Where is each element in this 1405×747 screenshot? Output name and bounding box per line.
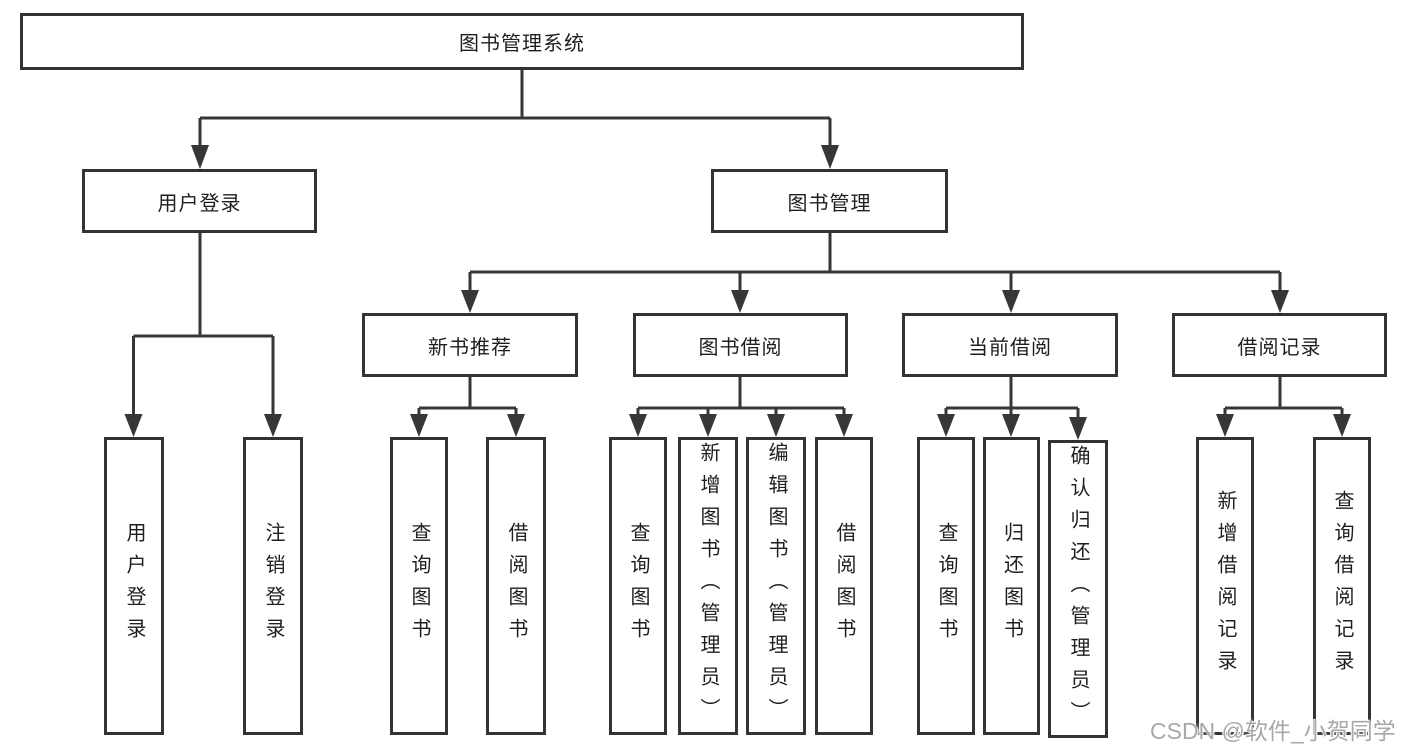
leaf-logout: 注销登录 bbox=[243, 437, 303, 735]
leaf-borrow-borrow-books: 借阅图书 bbox=[815, 437, 873, 735]
node-new-book-recommend: 新书推荐 bbox=[362, 313, 578, 377]
leaf-current-return-books: 归还图书 bbox=[983, 437, 1040, 735]
node-label: 编辑图书（管理员） bbox=[765, 442, 787, 730]
node-label: 查询图书 bbox=[408, 522, 430, 650]
leaf-current-query-books: 查询图书 bbox=[917, 437, 975, 735]
node-label: 查询借阅记录 bbox=[1331, 490, 1353, 682]
leaf-record-add-borrow-record: 新增借阅记录 bbox=[1196, 437, 1254, 735]
node-label: 借阅图书 bbox=[505, 522, 527, 650]
node-label: 注销登录 bbox=[262, 522, 284, 650]
leaf-borrow-edit-books-admin: 编辑图书（管理员） bbox=[746, 437, 806, 735]
watermark: CSDN @软件_小贺同学 bbox=[1150, 718, 1396, 744]
node-label: 借阅图书 bbox=[833, 522, 855, 650]
leaf-user-login: 用户登录 bbox=[104, 437, 164, 735]
node-label: 借阅记录 bbox=[1237, 336, 1322, 359]
node-book-management: 图书管理 bbox=[711, 169, 948, 233]
leaf-newbook-borrow-books: 借阅图书 bbox=[486, 437, 546, 735]
node-borrow-record: 借阅记录 bbox=[1172, 313, 1387, 377]
node-label: 归还图书 bbox=[1000, 522, 1023, 650]
leaf-borrow-query-books: 查询图书 bbox=[609, 437, 667, 735]
node-label: 新增图书（管理员） bbox=[697, 442, 719, 730]
node-label: 新增借阅记录 bbox=[1214, 490, 1236, 682]
leaf-borrow-add-books-admin: 新增图书（管理员） bbox=[678, 437, 738, 735]
node-label: 查询图书 bbox=[935, 522, 957, 650]
node-label: 新书推荐 bbox=[428, 336, 512, 359]
node-label: 确认归还（管理员） bbox=[1067, 445, 1089, 733]
leaf-record-query-borrow-record: 查询借阅记录 bbox=[1313, 437, 1371, 735]
node-user-login: 用户登录 bbox=[82, 169, 317, 233]
leaf-newbook-query-books: 查询图书 bbox=[390, 437, 448, 735]
node-label: 用户登录 bbox=[157, 192, 242, 215]
node-root: 图书管理系统 bbox=[20, 13, 1024, 70]
node-label: 当前借阅 bbox=[968, 336, 1052, 359]
node-book-borrow: 图书借阅 bbox=[633, 313, 848, 377]
node-label: 图书借阅 bbox=[698, 336, 783, 359]
node-label: 用户登录 bbox=[123, 522, 145, 650]
node-current-borrow: 当前借阅 bbox=[902, 313, 1118, 377]
node-label: 图书管理 bbox=[787, 192, 872, 215]
node-label: 图书管理系统 bbox=[459, 33, 585, 55]
leaf-current-confirm-return-admin: 确认归还（管理员） bbox=[1048, 440, 1108, 738]
node-label: 查询图书 bbox=[627, 522, 649, 650]
